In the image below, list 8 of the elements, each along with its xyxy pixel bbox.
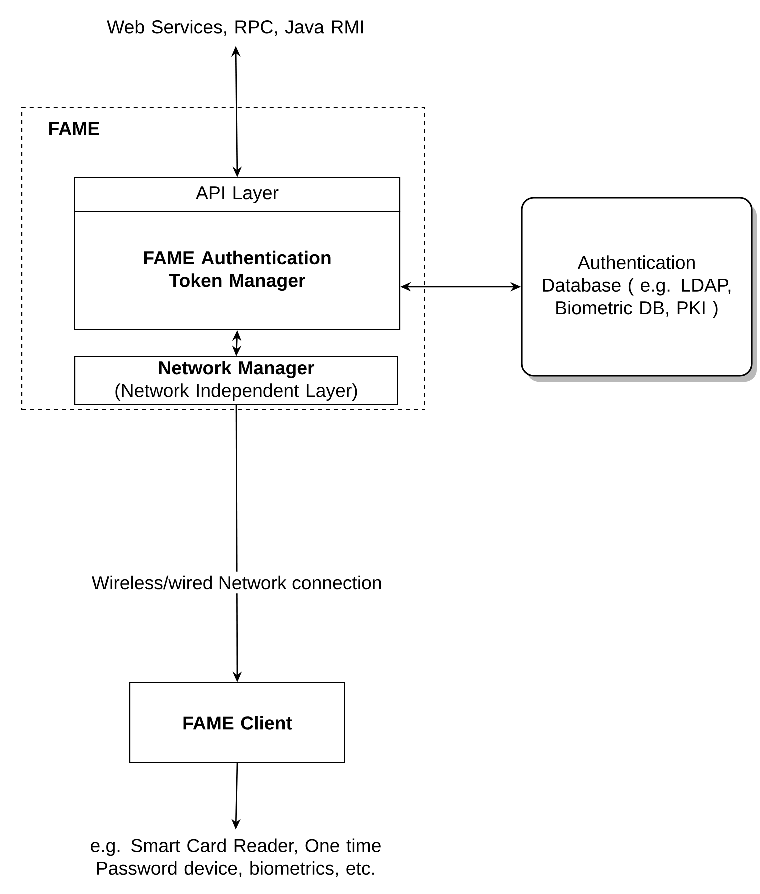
manager-box: Network Manager (Network Independent Layer) — [74, 356, 398, 406]
manager-box: FAME Authentication Token Manager — [74, 211, 401, 331]
database-box: Authentication Database ( e.g. LDAP, Biometric DB, PKI ) — [521, 197, 757, 382]
layer-box: API Layer — [74, 177, 401, 213]
device-label: e.g. Smart Card Reader, One time Password device, biometrics, etc. — [91, 838, 381, 878]
edge-label: Wireless/wired Network connection — [88, 572, 386, 594]
interface-label: Web Services, RPC, Java RMI — [107, 20, 364, 36]
client-box: FAME Client — [130, 682, 346, 764]
